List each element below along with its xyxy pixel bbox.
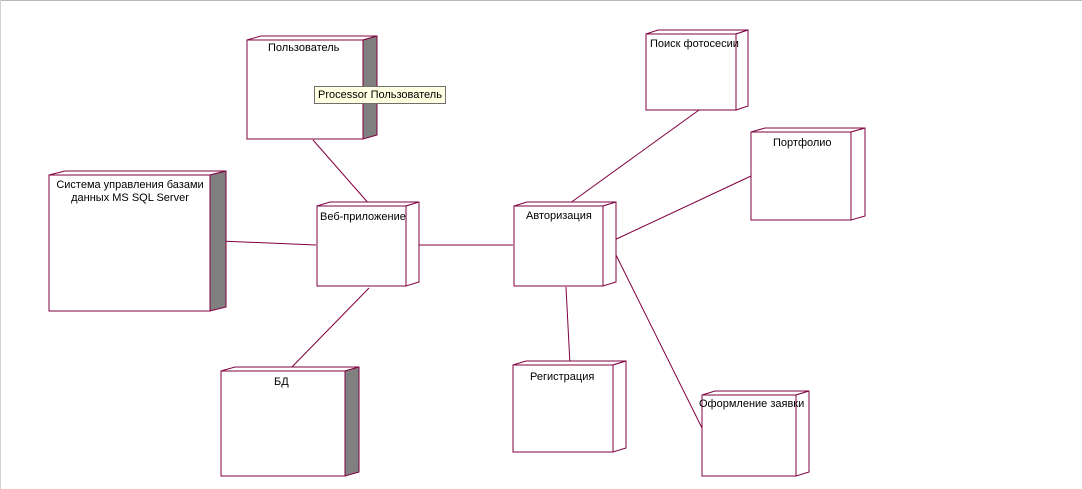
node-label-auth: Авторизация bbox=[526, 210, 592, 222]
node-auth-top-face bbox=[513, 201, 617, 207]
node-web-app-side-face bbox=[405, 201, 420, 287]
node-label-portfolio: Портфолио bbox=[773, 137, 832, 149]
node-db-front-face bbox=[220, 370, 346, 477]
node-web-app-front-face bbox=[316, 205, 407, 287]
node-request-front-face bbox=[701, 394, 797, 477]
node-registration bbox=[512, 360, 627, 453]
node-db bbox=[220, 366, 360, 477]
node-registration-front-face bbox=[512, 364, 614, 453]
node-db-top-face bbox=[220, 366, 360, 372]
node-db-side-face bbox=[344, 366, 360, 477]
node-dbms-top-face bbox=[48, 170, 227, 176]
nodes bbox=[48, 29, 866, 477]
node-photo-search bbox=[645, 29, 749, 111]
node-dbms-side-face bbox=[209, 170, 227, 312]
connector-user-webapp bbox=[312, 139, 371, 206]
node-label-dbms-line1: Система управления базами bbox=[56, 179, 204, 191]
connector-webapp-db bbox=[288, 287, 370, 371]
node-portfolio-front-face bbox=[750, 131, 852, 221]
node-web-app-top-face bbox=[316, 201, 420, 207]
node-portfolio-top-face bbox=[750, 127, 866, 133]
connectors bbox=[219, 109, 752, 433]
processor-tooltip: Processor Пользователь bbox=[314, 86, 446, 104]
node-portfolio bbox=[750, 127, 866, 221]
node-label-user: Пользователь bbox=[268, 42, 340, 54]
connector-auth-request bbox=[615, 254, 705, 433]
node-label-photo-search: Поиск фотосесии bbox=[650, 38, 739, 50]
node-dbms bbox=[48, 170, 227, 312]
connector-auth-portfolio bbox=[609, 175, 752, 243]
node-user bbox=[246, 35, 378, 140]
node-photo-search-front-face bbox=[645, 33, 737, 111]
node-auth-front-face bbox=[513, 205, 604, 287]
node-label-dbms-line2: данных MS SQL Server bbox=[71, 192, 189, 204]
node-web-app bbox=[316, 201, 420, 287]
node-label-web-app: Веб-приложение bbox=[320, 211, 406, 223]
node-portfolio-side-face bbox=[850, 127, 866, 221]
window-left-border bbox=[0, 0, 1, 489]
node-request bbox=[701, 390, 810, 477]
node-label-request: Оформление заявки bbox=[699, 398, 805, 410]
node-dbms-front-face bbox=[48, 174, 211, 312]
node-user-top-face bbox=[246, 35, 378, 41]
node-auth-side-face bbox=[602, 201, 617, 287]
connector-auth-registration bbox=[565, 286, 571, 366]
node-label-registration: Регистрация bbox=[530, 371, 595, 383]
node-label-db: БД bbox=[274, 376, 289, 388]
window-top-border bbox=[0, 0, 1082, 1]
node-request-top-face bbox=[701, 390, 810, 396]
node-registration-top-face bbox=[512, 360, 627, 366]
connector-auth-photo-search bbox=[565, 109, 700, 207]
connector-dbms-webapp bbox=[219, 240, 317, 246]
node-auth bbox=[513, 201, 617, 287]
node-registration-side-face bbox=[612, 360, 627, 453]
node-photo-search-top-face bbox=[645, 29, 749, 35]
